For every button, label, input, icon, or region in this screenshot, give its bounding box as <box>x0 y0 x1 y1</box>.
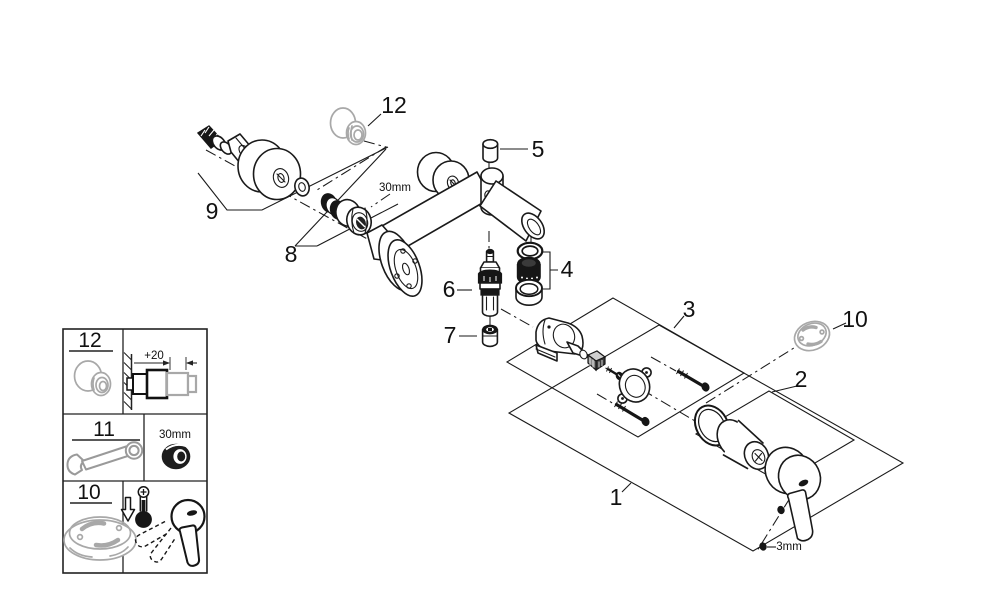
union-nut-30mm <box>335 198 373 236</box>
mixer-body <box>366 151 546 297</box>
callout-7: 7 <box>444 322 457 348</box>
callout-9: 9 <box>206 198 219 224</box>
legend-row-11: 11 30mm <box>66 418 191 476</box>
part-10-escutcheon <box>793 320 831 352</box>
leader-lines <box>367 113 847 548</box>
part-8-union-nut-group <box>320 193 373 236</box>
flange-screw-upper <box>676 368 710 392</box>
seal-washer <box>516 241 544 261</box>
part-4-ring-set <box>515 241 544 306</box>
part-2-sleeve-group <box>693 404 770 471</box>
legend-11-tool-size: 30mm <box>159 429 191 441</box>
callout-3: 3 <box>683 296 696 322</box>
flange-screw-lower <box>614 401 650 427</box>
legend-12-number: 12 <box>78 329 101 352</box>
legend-box: 12 +20 <box>62 328 208 574</box>
part-7-insert <box>481 324 499 348</box>
part-5-plug <box>482 138 499 164</box>
callout-5: 5 <box>532 136 545 162</box>
callout-6: 6 <box>443 276 456 302</box>
handle-lever <box>786 489 814 542</box>
body-union-disc <box>378 230 423 297</box>
washer <box>294 177 310 197</box>
legend-12-dimension: +20 <box>144 350 164 362</box>
extension-adapter-icon <box>73 360 112 397</box>
thermometer-bulb <box>135 511 152 528</box>
sleeve <box>716 419 770 471</box>
handle-screw-dots <box>759 505 785 551</box>
callout-1: 1 <box>610 484 623 510</box>
callout-4: 4 <box>561 256 574 282</box>
wrench-icon <box>66 441 144 476</box>
callout-10: 10 <box>842 306 868 332</box>
legend-row-10: 10 <box>63 481 206 567</box>
part-12-extension <box>329 107 367 146</box>
handle-cap <box>764 446 822 501</box>
legend-10-number: 10 <box>77 481 100 504</box>
temperature-down-icon <box>120 486 152 528</box>
stem-adapter-block <box>586 350 607 372</box>
callout-labels: 12 9 8 5 4 6 7 3 10 2 1 30mm 3mm <box>206 92 868 553</box>
part-6-cartridge <box>477 248 503 317</box>
part-3-housing-group <box>535 317 710 427</box>
cartridge-stem <box>566 341 588 360</box>
chrome-ring <box>515 278 543 306</box>
mousseur-insert <box>516 256 541 285</box>
nut-30mm-icon: 30mm <box>159 429 191 470</box>
callout-8: 8 <box>285 241 298 267</box>
handle-turn-icon <box>134 498 206 567</box>
legend-row-12: 12 +20 <box>69 329 198 410</box>
wall-rosette <box>237 139 302 201</box>
allen-size-label: 3mm <box>776 541 802 553</box>
callout-2: 2 <box>795 366 808 392</box>
down-arrow-icon <box>120 496 136 522</box>
part-9-s-union-group <box>196 125 310 201</box>
part-1-handle-group <box>759 446 822 551</box>
spout <box>479 180 546 242</box>
escutcheon-icon <box>63 516 137 561</box>
mounting-flange <box>617 367 652 404</box>
part-4-bracket <box>541 251 558 290</box>
callout-12: 12 <box>381 92 407 118</box>
extension-install-diagram: +20 <box>123 350 198 410</box>
nut-size-label: 30mm <box>379 182 411 194</box>
legend-11-number: 11 <box>93 418 115 441</box>
